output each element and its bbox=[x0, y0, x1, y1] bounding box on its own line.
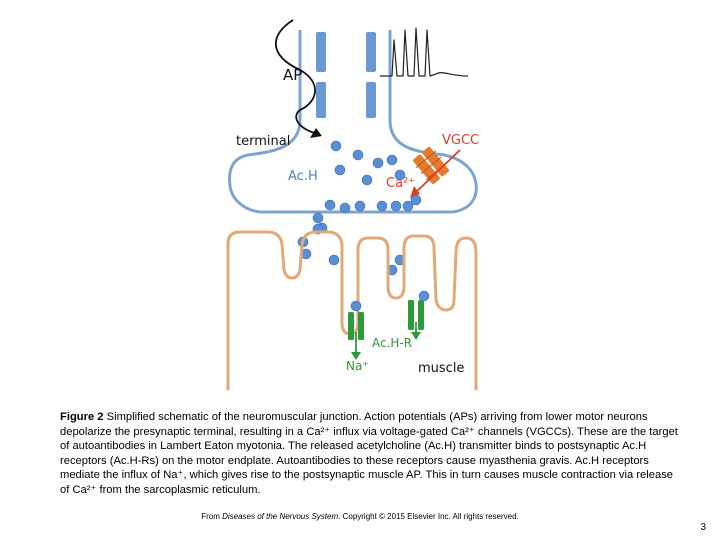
released-ach bbox=[297, 212, 430, 302]
terminal-label: terminal bbox=[236, 134, 290, 149]
page-number: 3 bbox=[700, 522, 706, 533]
ion-channel bbox=[316, 82, 326, 118]
ion-channel bbox=[366, 32, 376, 72]
copyright-credit: From Diseases of the Nervous System. Cop… bbox=[0, 512, 720, 521]
ap-arrow bbox=[274, 19, 319, 135]
ach-vesicles bbox=[324, 140, 422, 214]
ca-label: Ca²⁺ bbox=[386, 176, 415, 191]
ion-channel bbox=[316, 32, 326, 72]
ap-label: AP bbox=[283, 66, 302, 84]
ach-receptor bbox=[408, 300, 424, 330]
ap-arrow-head bbox=[310, 128, 322, 138]
achr-label: Ac.H-R bbox=[372, 336, 412, 350]
na-label: Na⁺ bbox=[346, 359, 369, 373]
figure-label: Figure 2 bbox=[60, 411, 104, 423]
muscle-membrane bbox=[226, 230, 478, 390]
na-influx-arrow-head bbox=[411, 332, 421, 340]
credit-prefix: From bbox=[201, 512, 223, 521]
ach-receptor bbox=[348, 300, 364, 340]
figure-caption: Figure 2 Simplified schematic of the neu… bbox=[60, 410, 680, 498]
presynaptic-membrane bbox=[228, 30, 478, 214]
caption-text: Simplified schematic of the neuromuscula… bbox=[60, 411, 678, 496]
credit-suffix: . Copyright © 2015 Elsevier Inc. All rig… bbox=[338, 512, 519, 521]
ca-influx-arrow bbox=[413, 149, 461, 195]
ach-label: Ac.H bbox=[288, 169, 318, 184]
neuromuscular-junction-diagram: AP terminal VGCC Ca²⁺ Ac.H bbox=[226, 19, 479, 390]
vgcc-label: VGCC bbox=[442, 133, 479, 148]
na-influx-arrow-head bbox=[351, 352, 361, 360]
book-title: Diseases of the Nervous System bbox=[222, 512, 339, 521]
ion-channel bbox=[366, 82, 376, 118]
muscle-label: muscle bbox=[418, 361, 464, 376]
ap-trace bbox=[380, 27, 469, 77]
